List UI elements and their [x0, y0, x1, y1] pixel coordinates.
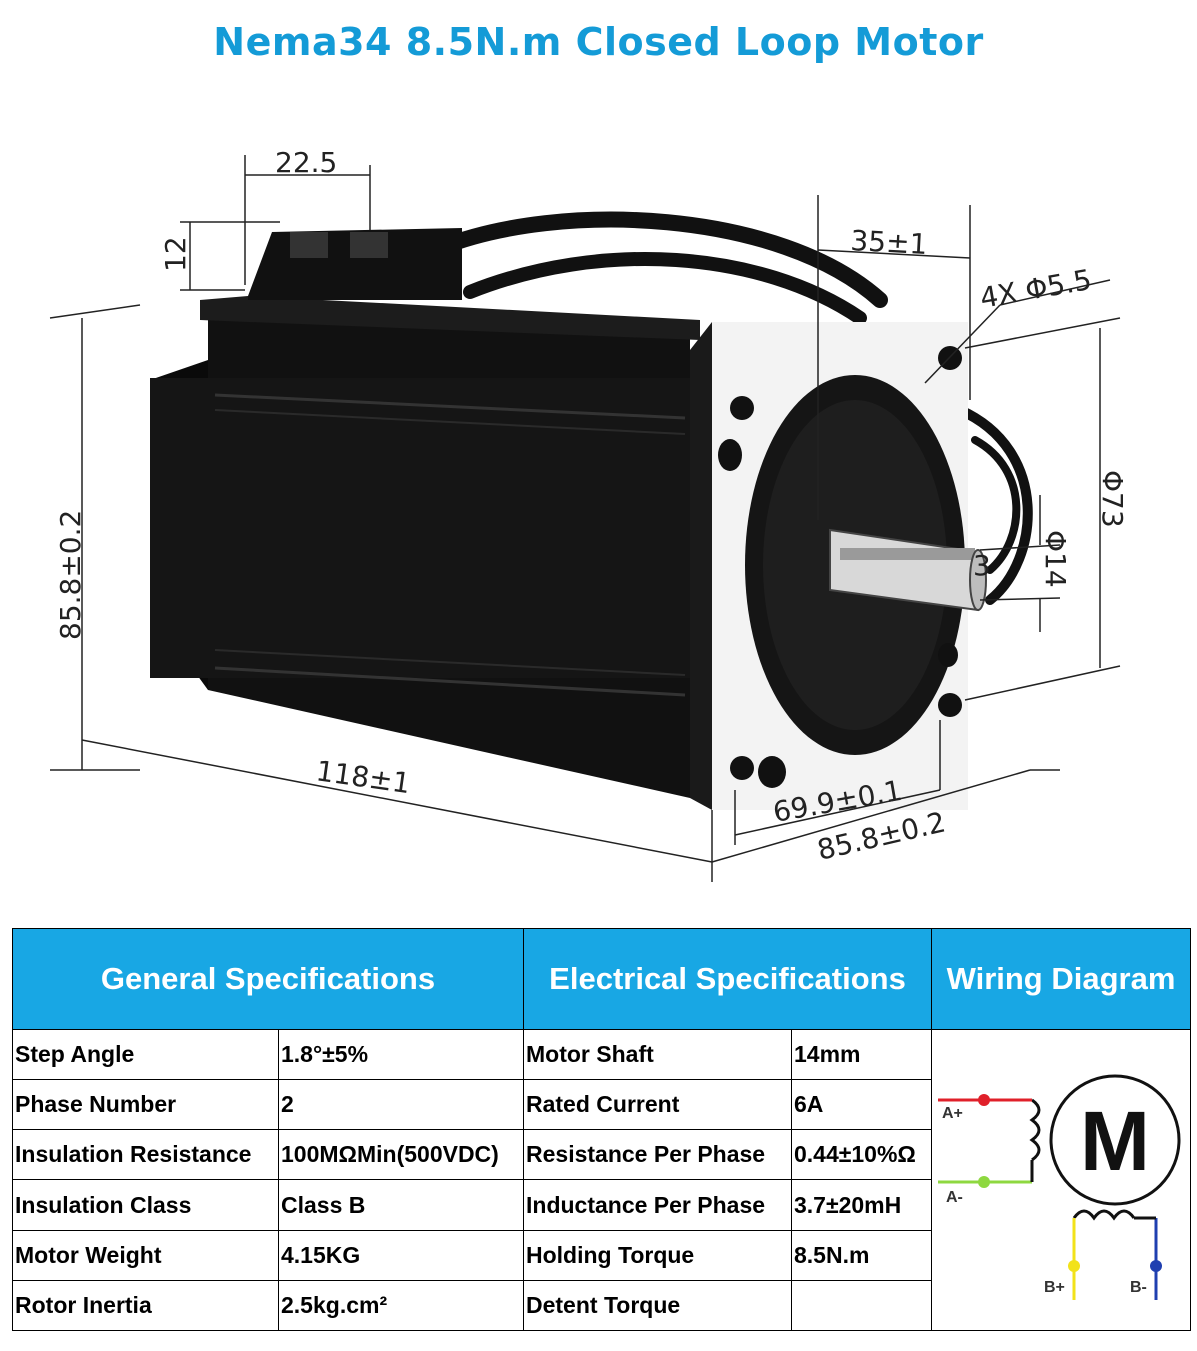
- dim-boss-diameter: Φ73: [1096, 470, 1129, 528]
- electrical-value: [791, 1279, 932, 1332]
- electrical-label: Detent Torque: [523, 1279, 792, 1332]
- b-minus-terminal: [1150, 1260, 1162, 1272]
- wiring-diagram-cell: M A+ A- B+ B-: [931, 1029, 1191, 1331]
- dim-connector-width: 22.5: [275, 146, 337, 179]
- dim-shaft-flat: 3: [973, 549, 991, 582]
- spec-table: General Specifications Electrical Specif…: [12, 928, 1191, 1332]
- general-label: Insulation Resistance: [12, 1129, 279, 1181]
- general-value: 4.15KG: [278, 1229, 524, 1281]
- header-general: General Specifications: [12, 928, 524, 1030]
- electrical-value: 6A: [791, 1079, 932, 1131]
- dimension-lines: [49, 155, 1121, 882]
- electrical-value: 0.44±10%Ω: [791, 1129, 932, 1181]
- coil-b: [1072, 1209, 1136, 1221]
- electrical-value: 3.7±20mH: [791, 1179, 932, 1231]
- coil-a: [1029, 1098, 1041, 1162]
- wiring-diagram: M A+ A- B+ B-: [938, 1074, 1181, 1300]
- dim-body-height: 85.8±0.2: [54, 510, 87, 640]
- label-b-minus: B-: [1130, 1279, 1147, 1296]
- general-value: 1.8°±5%: [278, 1028, 524, 1081]
- table-row: Phase Number 2 Rated Current 6A: [12, 1079, 1191, 1131]
- motor-dimension-drawing: 22.5 12 35±1 4X Φ5.5 Φ73 Φ14 3 85.8±0.2 …: [49, 146, 1129, 882]
- label-b-plus: B+: [1044, 1279, 1065, 1296]
- general-value: 2: [278, 1079, 524, 1131]
- motor-body: [150, 296, 700, 798]
- dim-flange-length: 35±1: [850, 224, 929, 261]
- a-plus-terminal: [978, 1094, 990, 1106]
- electrical-label: Resistance Per Phase: [523, 1129, 792, 1181]
- motor-cable: [432, 211, 1033, 605]
- page-title: Nema34 8.5N.m Closed Loop Motor: [213, 20, 984, 64]
- header-wiring: Wiring Diagram: [931, 928, 1191, 1030]
- table-row: Step Angle 1.8°±5% Motor Shaft 14mm M: [12, 1028, 1191, 1331]
- electrical-value: 8.5N.m: [791, 1229, 932, 1281]
- general-value: Class B: [278, 1179, 524, 1231]
- electrical-label: Motor Shaft: [523, 1028, 792, 1081]
- dim-shaft-diameter: Φ14: [1039, 530, 1072, 588]
- general-label: Step Angle: [12, 1028, 279, 1081]
- label-a-minus: A-: [946, 1189, 963, 1206]
- table-header-row: General Specifications Electrical Specif…: [12, 928, 1191, 1030]
- general-label: Motor Weight: [12, 1229, 279, 1281]
- dim-mount-holes: 4X Φ5.5: [977, 263, 1093, 315]
- general-value: 100MΩMin(500VDC): [278, 1129, 524, 1181]
- motor-letter: M: [1080, 1094, 1150, 1188]
- dim-connector-height: 12: [159, 236, 192, 272]
- table-row: Rotor Inertia 2.5kg.cm² Detent Torque: [12, 1279, 1191, 1332]
- table-row: Insulation Resistance 100MΩMin(500VDC) R…: [12, 1129, 1191, 1181]
- general-label: Phase Number: [12, 1079, 279, 1131]
- general-label: Rotor Inertia: [12, 1279, 279, 1332]
- motor-shaft: [829, 528, 987, 612]
- a-minus-terminal: [978, 1176, 990, 1188]
- motor-circle: [1049, 1074, 1181, 1206]
- electrical-label: Holding Torque: [523, 1229, 792, 1281]
- label-a-plus: A+: [942, 1105, 963, 1122]
- dim-body-length: 118±1: [314, 754, 412, 800]
- electrical-value: 14mm: [791, 1028, 932, 1081]
- general-value: 2.5kg.cm²: [278, 1279, 524, 1332]
- electrical-label: Inductance Per Phase: [523, 1179, 792, 1231]
- b-plus-terminal: [1068, 1260, 1080, 1272]
- electrical-label: Rated Current: [523, 1079, 792, 1131]
- general-label: Insulation Class: [12, 1179, 279, 1231]
- table-row: Motor Weight 4.15KG Holding Torque 8.5N.…: [12, 1229, 1191, 1281]
- connector-block: [248, 228, 462, 300]
- header-electrical: Electrical Specifications: [523, 928, 932, 1030]
